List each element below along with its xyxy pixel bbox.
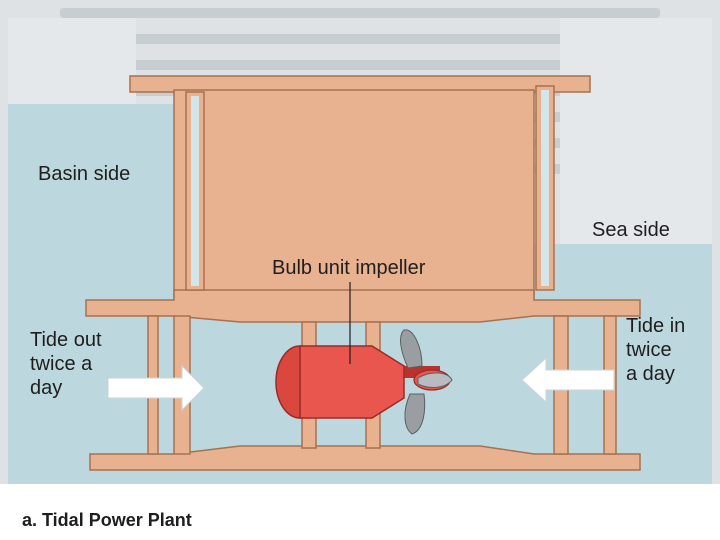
bulb-body bbox=[299, 345, 405, 419]
sea-side-label: Sea side bbox=[592, 219, 670, 241]
tide-in-line-3: a day bbox=[626, 363, 675, 385]
dam-structure bbox=[85, 75, 641, 471]
basin-side-label: Basin side bbox=[38, 163, 130, 185]
impeller-blade-lower bbox=[404, 393, 426, 435]
caption-strip bbox=[0, 484, 720, 540]
tide-out-line-3: day bbox=[30, 377, 62, 399]
figure-caption: a. Tidal Power Plant bbox=[22, 510, 192, 530]
tide-in-arrow bbox=[521, 356, 615, 404]
impeller-blade-upper bbox=[400, 329, 423, 369]
tide-out-arrow bbox=[107, 364, 205, 412]
tide-in-line-2: twice bbox=[626, 339, 672, 361]
bulb-unit-label: Bulb unit impeller bbox=[272, 257, 426, 279]
impeller-blade-middle bbox=[417, 372, 453, 388]
bulb-unit-impeller bbox=[275, 282, 453, 435]
tide-in-line-1: Tide in bbox=[626, 315, 685, 337]
upper-sky-right bbox=[560, 18, 712, 244]
gate-slots bbox=[191, 90, 549, 286]
tide-out-line-1: Tide out bbox=[30, 329, 102, 351]
upper-sky-left bbox=[8, 18, 136, 104]
tide-out-line-2: twice a bbox=[30, 353, 93, 375]
